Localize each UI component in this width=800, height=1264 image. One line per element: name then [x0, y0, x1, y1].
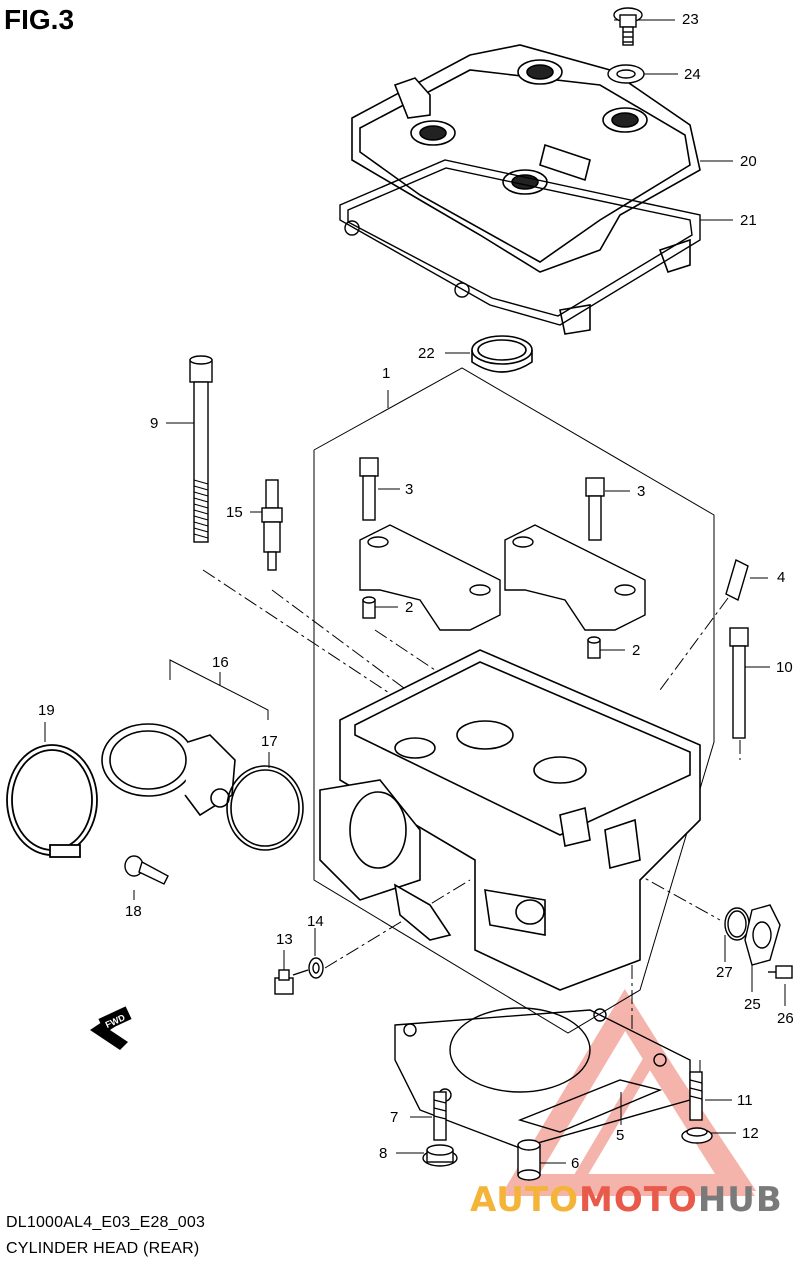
callout-2b: 2 — [632, 642, 641, 659]
callout-24: 24 — [684, 66, 701, 83]
intake-screw — [124, 855, 169, 885]
callout-7: 7 — [390, 1109, 399, 1126]
callout-18: 18 — [125, 903, 142, 920]
figure-caption: CYLINDER HEAD (REAR) — [6, 1240, 200, 1257]
callout-26: 26 — [777, 1010, 794, 1027]
camshaft-cap-left — [359, 524, 501, 631]
forward-arrow-icon: FWD — [90, 1006, 132, 1050]
alignment-lines — [202, 569, 741, 1090]
callout-20: 20 — [740, 153, 757, 170]
stud-bolt-left — [433, 1091, 447, 1141]
callout-6: 6 — [571, 1155, 580, 1172]
spark-plug-ring — [471, 335, 533, 373]
cap-bolt-left — [359, 457, 379, 521]
dowel-pin-upper — [362, 596, 376, 619]
callout-19: 19 — [38, 702, 55, 719]
callout-13: 13 — [276, 931, 293, 948]
callout-2a: 2 — [405, 599, 414, 616]
stud-bolt-right — [689, 1071, 703, 1121]
callout-17: 17 — [261, 733, 278, 750]
leader-lines — [44, 19, 786, 1164]
flange-bolt — [274, 969, 309, 995]
cylinder-head-cover — [351, 44, 701, 335]
callout-11: 11 — [737, 1092, 753, 1109]
callout-3a: 3 — [405, 481, 414, 498]
gasket-dowel — [517, 1139, 541, 1181]
callout-12: 12 — [742, 1125, 759, 1142]
watermark-part-2: MOTO — [578, 1180, 698, 1220]
long-head-bolt — [189, 355, 213, 543]
watermark-logo: AUTOMOTOHUB — [470, 1180, 783, 1220]
callout-23: 23 — [682, 11, 699, 28]
intake-pipe — [101, 723, 236, 817]
diagram-code: DL1000AL4_E03_E28_003 — [6, 1214, 206, 1231]
intake-o-ring — [226, 765, 304, 851]
callout-8: 8 — [379, 1145, 388, 1162]
callout-5: 5 — [616, 1127, 625, 1144]
callout-25: 25 — [744, 996, 761, 1013]
callout-27: 27 — [716, 964, 733, 981]
nut-left — [422, 1144, 458, 1167]
side-bolt — [729, 627, 749, 739]
figure-title: FIG.3 — [4, 4, 75, 35]
dowel-pin-lower — [587, 636, 601, 659]
callout-15: 15 — [226, 504, 243, 521]
callout-14: 14 — [307, 913, 324, 930]
callout-1: 1 — [382, 365, 391, 382]
cover-bolt — [613, 7, 643, 46]
cap-bolt — [768, 965, 793, 979]
callout-22: 22 — [418, 345, 435, 362]
sealing-washer — [308, 957, 324, 979]
plug-cap — [744, 904, 781, 966]
callout-9: 9 — [150, 415, 159, 432]
callout-21: 21 — [740, 212, 757, 229]
watermark-triangle — [500, 988, 757, 1196]
small-o-ring — [724, 907, 750, 941]
callout-3b: 3 — [637, 483, 646, 500]
nut-right — [681, 1127, 713, 1144]
cylinder-head — [319, 649, 701, 991]
watermark-part-3: HUB — [697, 1180, 783, 1220]
cylinder-head-gasket — [394, 1007, 691, 1149]
watermark-part-1: AUTO — [470, 1180, 579, 1220]
camshaft-cap-right — [504, 524, 646, 631]
head-assembly-outline — [313, 367, 715, 1034]
cap-bolt-right — [585, 477, 605, 541]
spark-plug — [261, 479, 283, 571]
hose-clamp — [6, 744, 98, 858]
callout-4: 4 — [777, 569, 786, 586]
callout-16: 16 — [212, 654, 229, 671]
short-stud — [725, 558, 749, 602]
cover-washer — [607, 64, 645, 84]
cover-gasket — [339, 159, 701, 326]
callout-10: 10 — [776, 659, 793, 676]
